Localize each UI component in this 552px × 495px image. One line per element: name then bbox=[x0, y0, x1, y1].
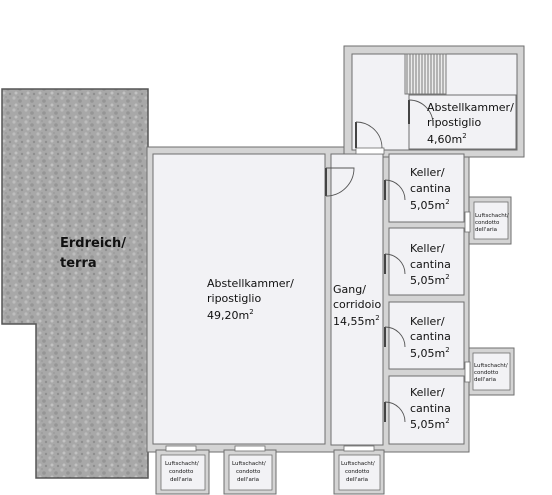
room-storage-large bbox=[152, 153, 326, 445]
corridor-label-line2: corridoio bbox=[333, 298, 381, 311]
cellar-1-area: 5,05m2 bbox=[410, 198, 450, 212]
cellar-2-area: 5,05m2 bbox=[410, 273, 450, 287]
shaft-right-1 bbox=[473, 201, 509, 240]
shaft-bottom-2-line2: condotto bbox=[236, 469, 261, 475]
shaft-bottom-3-line3: dell'aria bbox=[346, 477, 368, 483]
window-marks bbox=[165, 147, 471, 452]
storage-large-label-line2: ripostiglio bbox=[207, 292, 261, 305]
earth-label-line2: terra bbox=[60, 256, 97, 271]
earth-area bbox=[1, 88, 149, 479]
shaft-right-1-line1: Luftschacht/ bbox=[475, 213, 509, 219]
cellar-4-label-line2: cantina bbox=[410, 402, 451, 415]
shaft-right-1-line3: dell'aria bbox=[475, 227, 497, 233]
cellar-3-label-line2: cantina bbox=[410, 330, 451, 343]
corridor-label-line1: Gang/ bbox=[333, 283, 366, 296]
shaft-bottom-3-line1: Luftschacht/ bbox=[341, 461, 375, 467]
storage-small-label-line2: ripostiglio bbox=[427, 116, 481, 129]
shaft-bottom-1 bbox=[160, 454, 206, 491]
stairs bbox=[404, 53, 447, 95]
room-cellar-2 bbox=[388, 227, 465, 296]
shaft-right-2-line3: dell'aria bbox=[474, 377, 496, 383]
cellar-3-label-line1: Keller/ bbox=[410, 315, 445, 328]
door-swings bbox=[325, 99, 434, 423]
storage-small-label-line1: Abstellkammer/ bbox=[427, 101, 514, 114]
shaft-bottom-2 bbox=[228, 454, 273, 491]
shaft-bottom-1-line1: Luftschacht/ bbox=[165, 461, 199, 467]
cellar-2-label-line2: cantina bbox=[410, 258, 451, 271]
storage-large-label-line1: Abstellkammer/ bbox=[207, 277, 294, 290]
shaft-bottom-1-line2: condotto bbox=[169, 469, 194, 475]
room-corridor bbox=[330, 153, 384, 446]
cellar-1-label-line2: cantina bbox=[410, 182, 451, 195]
shaft-bottom-1-line3: dell'aria bbox=[170, 477, 192, 483]
shaft-bottom-2-line1: Luftschacht/ bbox=[232, 461, 266, 467]
cellar-4-area: 5,05m2 bbox=[410, 417, 450, 431]
cellar-2-label-line1: Keller/ bbox=[410, 242, 445, 255]
earth-label-line1: Erdreich/ bbox=[60, 236, 126, 251]
shaft-bottom-2-line3: dell'aria bbox=[237, 477, 259, 483]
shaft-bottom-3-line2: condotto bbox=[345, 469, 370, 475]
corridor-area: 14,55m2 bbox=[333, 314, 380, 328]
cellar-3-area: 5,05m2 bbox=[410, 346, 450, 360]
storage-small-area: 4,60m2 bbox=[427, 132, 467, 146]
shaft-right-1-line2: condotto bbox=[475, 220, 500, 226]
shaft-right-2-line1: Luftschacht/ bbox=[474, 363, 508, 369]
room-storage-small bbox=[408, 94, 517, 150]
cellar-4-label-line1: Keller/ bbox=[410, 386, 445, 399]
storage-large-area: 49,20m2 bbox=[207, 308, 254, 322]
shaft-bottom-3 bbox=[338, 454, 381, 491]
cellar-1-label-line1: Keller/ bbox=[410, 166, 445, 179]
shaft-right-2-line2: condotto bbox=[474, 370, 499, 376]
shaft-right-2 bbox=[472, 352, 511, 391]
